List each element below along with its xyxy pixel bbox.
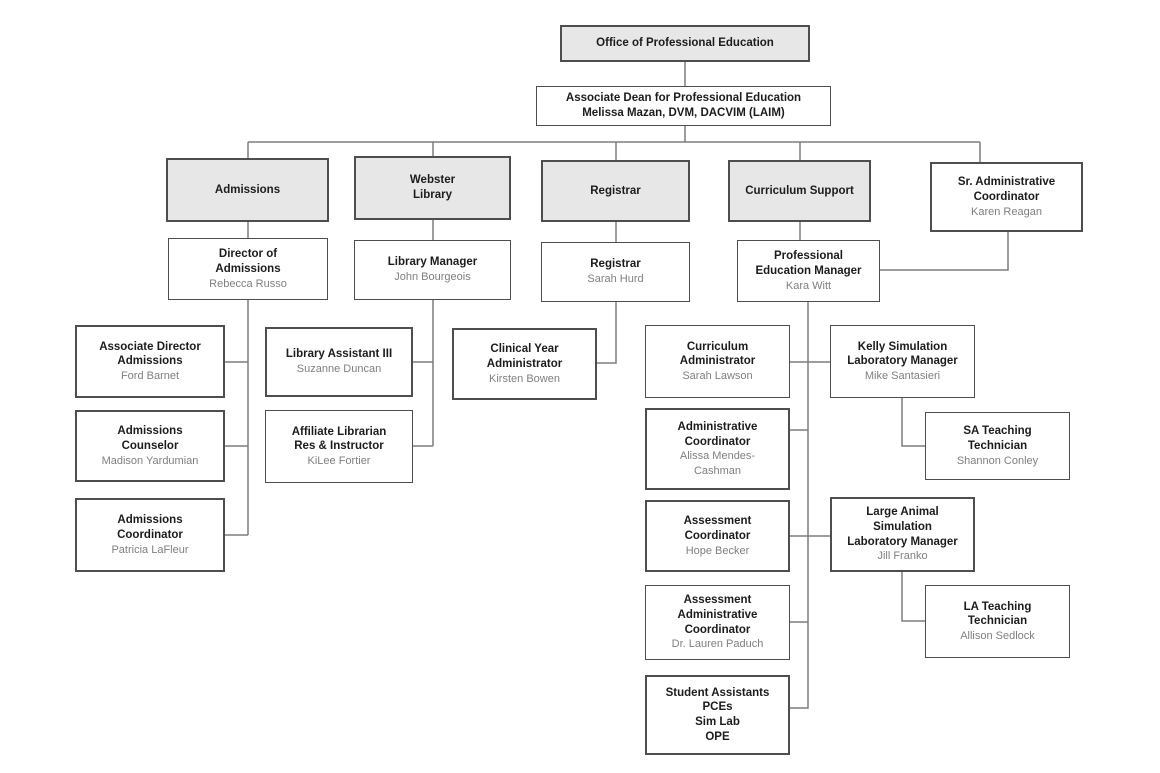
node-administrative-coordinator: Administrative Coordinator Alissa Mendes…: [645, 408, 790, 490]
node-title: Director of Admissions: [215, 248, 281, 275]
node-associate-dean: Associate Dean for Professional Educatio…: [536, 86, 831, 126]
node-clinical-year-administrator: Clinical Year Administrator Kirsten Bowe…: [452, 328, 597, 400]
node-person: Shannon Conley: [956, 454, 1039, 467]
node-person: Suzanne Duncan: [296, 363, 382, 376]
node-title: Clinical Year Administrator: [486, 343, 563, 370]
node-la-teaching-technician: LA Teaching Technician Allison Sedlock: [925, 585, 1070, 658]
node-title: Professional Education Manager: [755, 250, 862, 277]
node-person: Madison Yardumian: [101, 454, 199, 467]
node-curriculum-administrator: Curriculum Administrator Sarah Lawson: [645, 325, 790, 398]
node-title: Admissions Counselor: [117, 425, 183, 452]
node-person: Sarah Lawson: [682, 370, 753, 383]
node-associate-director-admissions: Associate Director Admissions Ford Barne…: [75, 325, 225, 398]
node-person: Allison Sedlock: [960, 630, 1035, 643]
node-student-assistants: Student Assistants PCEs Sim Lab OPE: [645, 675, 790, 755]
node-library-assistant-iii: Library Assistant III Suzanne Duncan: [265, 327, 413, 397]
node-kelly-simulation-lab-manager: Kelly Simulation Laboratory Manager Mike…: [830, 325, 975, 398]
node-admissions-counselor: Admissions Counselor Madison Yardumian: [75, 410, 225, 482]
node-admissions-dept: Admissions: [166, 158, 329, 222]
node-curriculum-support: Curriculum Support: [728, 160, 871, 222]
node-admissions-coordinator: Admissions Coordinator Patricia LaFleur: [75, 498, 225, 572]
node-title: Webster Library: [409, 174, 456, 201]
node-large-animal-simulation-lab-manager: Large Animal Simulation Laboratory Manag…: [830, 497, 975, 572]
node-registrar-dept: Registrar: [541, 160, 690, 222]
node-title: Associate Dean for Professional Educatio…: [565, 92, 802, 105]
node-title: Registrar: [590, 258, 641, 271]
node-title: Associate Director Admissions: [99, 340, 201, 368]
node-person: Dr. Lauren Paduch: [671, 638, 764, 651]
node-title: SA Teaching Technician: [963, 425, 1032, 452]
node-person: Jill Franko: [877, 550, 928, 563]
node-registrar: Registrar Sarah Hurd: [541, 242, 690, 302]
node-title: Kelly Simulation Laboratory Manager: [847, 340, 958, 368]
node-title: Library Manager: [387, 256, 478, 269]
node-title: Admissions: [214, 183, 281, 196]
node-title: Library Assistant III: [285, 348, 393, 361]
node-affiliate-librarian: Affiliate Librarian Res & Instructor KiL…: [265, 410, 413, 483]
node-assessment-administrative-coordinator: Assessment Administrative Coordinator Dr…: [645, 585, 790, 660]
node-sr-administrative-coordinator: Sr. Administrative Coordinator Karen Rea…: [930, 162, 1083, 232]
node-person: Patricia LaFleur: [111, 543, 189, 556]
node-professional-education-manager: Professional Education Manager Kara Witt: [737, 240, 880, 302]
node-person: Kara Witt: [785, 279, 832, 292]
node-sa-teaching-technician: SA Teaching Technician Shannon Conley: [925, 412, 1070, 480]
node-title: Assessment Administrative Coordinator: [677, 594, 758, 636]
node-title: Admissions Coordinator: [117, 514, 183, 541]
node-title: Student Assistants PCEs Sim Lab OPE: [665, 686, 770, 743]
node-title: Registrar: [590, 184, 641, 197]
node-title: Affiliate Librarian Res & Instructor: [291, 425, 387, 453]
node-library-manager: Library Manager John Bourgeois: [354, 240, 511, 300]
node-title: Curriculum Support: [745, 184, 854, 197]
node-person: Kirsten Bowen: [489, 372, 560, 385]
node-person: Hope Becker: [685, 544, 750, 557]
node-person: Mike Santasieri: [864, 370, 941, 383]
node-office-professional-education: Office of Professional Education: [560, 25, 810, 62]
node-assessment-coordinator: Assessment Coordinator Hope Becker: [645, 500, 790, 572]
node-person: KiLee Fortier: [307, 455, 371, 468]
node-person: Alissa Mendes- Cashman: [679, 450, 756, 477]
node-person: Karen Reagan: [971, 205, 1042, 218]
node-person: Ford Barnet: [120, 370, 180, 383]
node-title: LA Teaching Technician: [963, 600, 1032, 628]
node-title: Curriculum Administrator: [679, 340, 756, 368]
node-person: Rebecca Russo: [209, 277, 287, 290]
node-title: Sr. Administrative Coordinator: [957, 176, 1056, 203]
node-title: Large Animal Simulation Laboratory Manag…: [847, 506, 958, 548]
node-person: Melissa Mazan, DVM, DACVIM (LAIM): [582, 106, 785, 119]
node-director-of-admissions: Director of Admissions Rebecca Russo: [168, 238, 328, 300]
node-title: Administrative Coordinator: [677, 420, 758, 448]
node-person: Sarah Hurd: [587, 273, 644, 286]
node-person: John Bourgeois: [394, 271, 471, 284]
node-title: Office of Professional Education: [596, 37, 774, 50]
node-webster-library: Webster Library: [354, 156, 511, 220]
node-title: Assessment Coordinator: [683, 515, 752, 542]
